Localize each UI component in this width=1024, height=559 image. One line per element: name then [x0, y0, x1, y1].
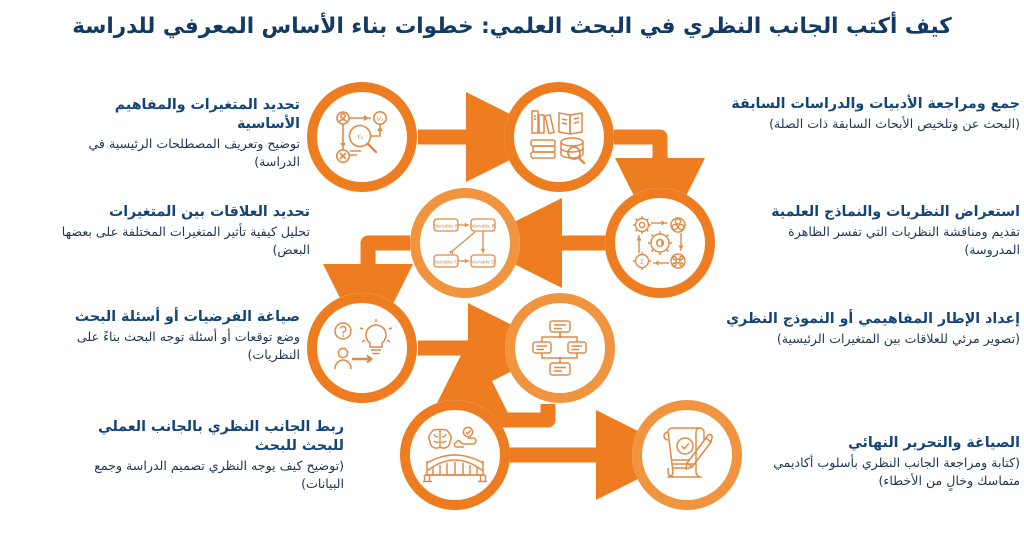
svg-text:V₁: V₁: [377, 116, 384, 123]
step-heading-3: استعراض النظريات والنماذج العلمية: [771, 204, 1020, 220]
step-heading-6: إعداد الإطار المفاهيمي أو النموذج النظري: [726, 311, 1020, 327]
step-text-7: ربط الجانب النظري بالجانب العملي للبحث ل…: [78, 418, 344, 492]
connector-2-3: [614, 129, 705, 248]
step-subtitle-7: (توضيح كيف يوجه النظري تصميم الدراسة وجم…: [94, 458, 344, 491]
svg-text:Variable D: Variable D: [471, 260, 495, 266]
step-text-6: إعداد الإطار المفاهيمي أو النموذج النظري…: [628, 310, 1020, 348]
step-subtitle-3: تقديم ومناقشة النظريات التي تفسر الظاهرة…: [788, 224, 1020, 257]
question-idea-icon: [334, 319, 393, 370]
books-search-icon: [530, 110, 586, 165]
step-text-3: استعراض النظريات والنماذج العلمية تقديم …: [742, 203, 1020, 258]
step-subtitle-5: وضع توقعات أو أسئلة توجه البحث بناءً على…: [76, 329, 300, 362]
svg-text:Variable B: Variable B: [471, 224, 494, 230]
step-node-6[interactable]: [505, 293, 615, 403]
step-node-2[interactable]: [504, 82, 614, 192]
document-approved-pencil-icon: [663, 427, 713, 478]
svg-text:Variable A: Variable A: [434, 224, 458, 230]
step-heading-1: تحديد المتغيرات والمفاهيم الأساسية: [114, 97, 300, 132]
step-node-1[interactable]: V₁ Y₂: [307, 82, 417, 192]
page-title: كيف أكتب الجانب النظري في البحث العلمي: …: [72, 14, 952, 39]
step-text-4: تحديد العلاقات بين المتغيرات تحليل كيفية…: [48, 203, 310, 258]
step-subtitle-6: (تصوير مرئي للعلاقات بين المتغيرات الرئي…: [776, 331, 1020, 346]
step-node-4[interactable]: Variable A Variable B Variable C Variabl…: [410, 188, 520, 298]
step-subtitle-2: (البحث عن وتلخيص الأبحاث السابقة ذات الص…: [769, 116, 1020, 131]
step-subtitle-8: (كتابة ومراجعة الجانب النظري بأسلوب أكاد…: [773, 455, 1020, 488]
step-node-5[interactable]: [307, 293, 417, 403]
connector-4-5: [323, 235, 413, 354]
step-subtitle-1: توضيح وتعريف المصطلحات الرئيسية في الدرا…: [88, 136, 300, 169]
step-node-7[interactable]: [400, 400, 510, 510]
step-heading-5: صياغة الفرضيات أو أسئلة البحث: [74, 309, 300, 325]
svg-text:Variable C: Variable C: [434, 260, 457, 266]
step-text-5: صياغة الفرضيات أو أسئلة البحث وضع توقعات…: [48, 308, 300, 363]
gears-cycle-icon: Σ: [633, 216, 686, 270]
step-text-8: الصياغة والتحرير النهائي (كتابة ومراجعة …: [742, 434, 1020, 489]
svg-text:Σ: Σ: [640, 259, 644, 266]
variables-magnifier-icon: V₁ Y₂: [336, 111, 387, 163]
step-node-3[interactable]: Σ: [605, 188, 715, 298]
flowchart-model-icon: [532, 320, 587, 376]
step-ring-1: [307, 82, 417, 192]
step-heading-4: تحديد العلاقات بين المتغيرات: [108, 204, 310, 220]
step-heading-8: الصياغة والتحرير النهائي: [848, 435, 1020, 451]
step-heading-7: ربط الجانب النظري بالجانب العملي للبحث ل…: [98, 419, 344, 454]
step-heading-2: جمع ومراجعة الأدبيات والدراسات السابقة: [731, 96, 1020, 112]
svg-text:Y₂: Y₂: [356, 133, 364, 141]
step-text-1: تحديد المتغيرات والمفاهيم الأساسية توضيح…: [48, 96, 300, 170]
brain-bridge-icon: [423, 426, 487, 483]
relationship-diagram-icon: Variable A Variable B Variable C Variabl…: [433, 218, 496, 268]
step-subtitle-4: تحليل كيفية تأثير المتغيرات المختلفة على…: [61, 224, 310, 257]
step-node-8[interactable]: [632, 400, 742, 510]
step-text-2: جمع ومراجعة الأدبيات والدراسات السابقة (…: [628, 95, 1020, 133]
